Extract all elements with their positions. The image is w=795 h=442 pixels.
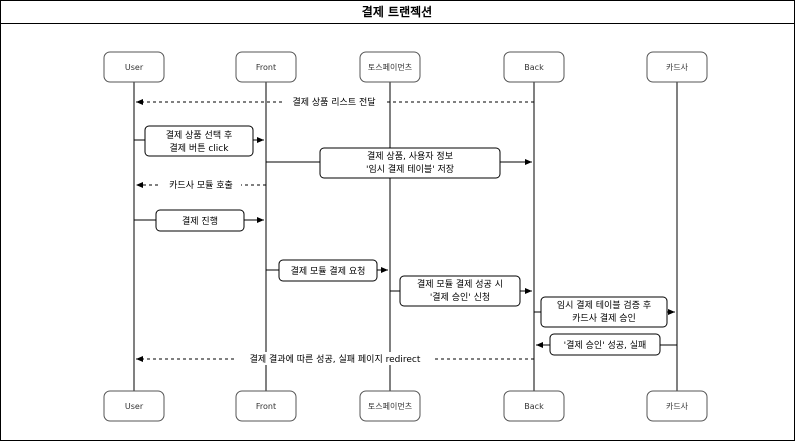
message-payment-request: 결제 모듈 결제 요청 <box>266 259 388 282</box>
message-redirect-label: 결제 결과에 따른 성공, 실패 페이지 redirect <box>250 354 421 365</box>
actor-front-top: Front <box>235 51 297 83</box>
message-verify-approve-line1: 임시 결제 테이블 검증 후 <box>557 299 651 311</box>
message-approval-request: 결제 모듈 결제 성공 시 '결제 승인' 신청 <box>390 275 532 307</box>
message-select-click-line2: 결제 버튼 click <box>170 143 230 154</box>
actor-toss-bottom-label: 토스페이먼츠 <box>368 401 412 411</box>
message-product-list-label: 결제 상품 리스트 전달 <box>292 96 375 108</box>
actor-front-top-label: Front <box>256 63 276 72</box>
message-card-module-call-label: 카드사 모듈 호출 <box>169 180 233 191</box>
message-approval-result-label: '결제 승인' 성공, 실패 <box>564 340 647 351</box>
message-proceed-payment: 결제 진행 <box>134 209 264 232</box>
actor-back-bottom: Back <box>503 390 565 422</box>
message-approval-request-line2: '결제 승인' 신청 <box>430 292 490 303</box>
actor-user-top-label: User <box>125 63 144 72</box>
actor-user-top: User <box>103 51 165 83</box>
message-verify-approve-line2: 카드사 결제 승인 <box>572 313 636 324</box>
message-verify-approve: 임시 결제 테이블 검증 후 카드사 결제 승인 <box>534 296 675 328</box>
actor-toss-top-label: 토스페이먼츠 <box>368 62 412 72</box>
actor-card-top-label: 카드사 <box>666 63 689 72</box>
actor-toss-bottom: 토스페이먼츠 <box>359 390 421 422</box>
actor-user-bottom: User <box>103 390 165 422</box>
message-select-click: 결제 상품 선택 후 결제 버튼 click <box>134 125 264 157</box>
actor-front-bottom: Front <box>235 390 297 422</box>
actor-card-bottom: 카드사 <box>646 390 708 422</box>
message-card-module-call: 카드사 모듈 호출 <box>136 179 266 191</box>
message-product-list: 결제 상품 리스트 전달 <box>136 95 534 108</box>
message-payment-request-label: 결제 모듈 결제 요청 <box>291 266 366 277</box>
actor-back-bottom-label: Back <box>524 402 544 411</box>
actor-back-top-label: Back <box>524 63 544 72</box>
message-proceed-payment-label: 결제 진행 <box>182 215 218 227</box>
actor-back-top: Back <box>503 51 565 83</box>
diagram-title: 결제 트랜젝션 <box>362 4 432 19</box>
actor-card-top: 카드사 <box>646 51 708 83</box>
actor-toss-top: 토스페이먼츠 <box>359 51 421 83</box>
actor-card-bottom-label: 카드사 <box>666 402 689 411</box>
message-approval-request-line1: 결제 모듈 결제 성공 시 <box>417 279 503 290</box>
actor-user-bottom-label: User <box>125 402 144 411</box>
message-redirect: 결제 결과에 따른 성공, 실패 페이지 redirect <box>136 352 534 365</box>
message-approval-result: '결제 승인' 성공, 실패 <box>536 333 677 356</box>
message-save-temp-table-line1: 결제 상품, 사용자 정보 <box>367 151 453 162</box>
actor-front-bottom-label: Front <box>256 402 276 411</box>
message-save-temp-table: 결제 상품, 사용자 정보 '임시 결제 테이블' 저장 <box>266 147 532 179</box>
message-select-click-line1: 결제 상품 선택 후 <box>166 130 233 141</box>
message-save-temp-table-line2: '임시 결제 테이블' 저장 <box>366 163 454 175</box>
